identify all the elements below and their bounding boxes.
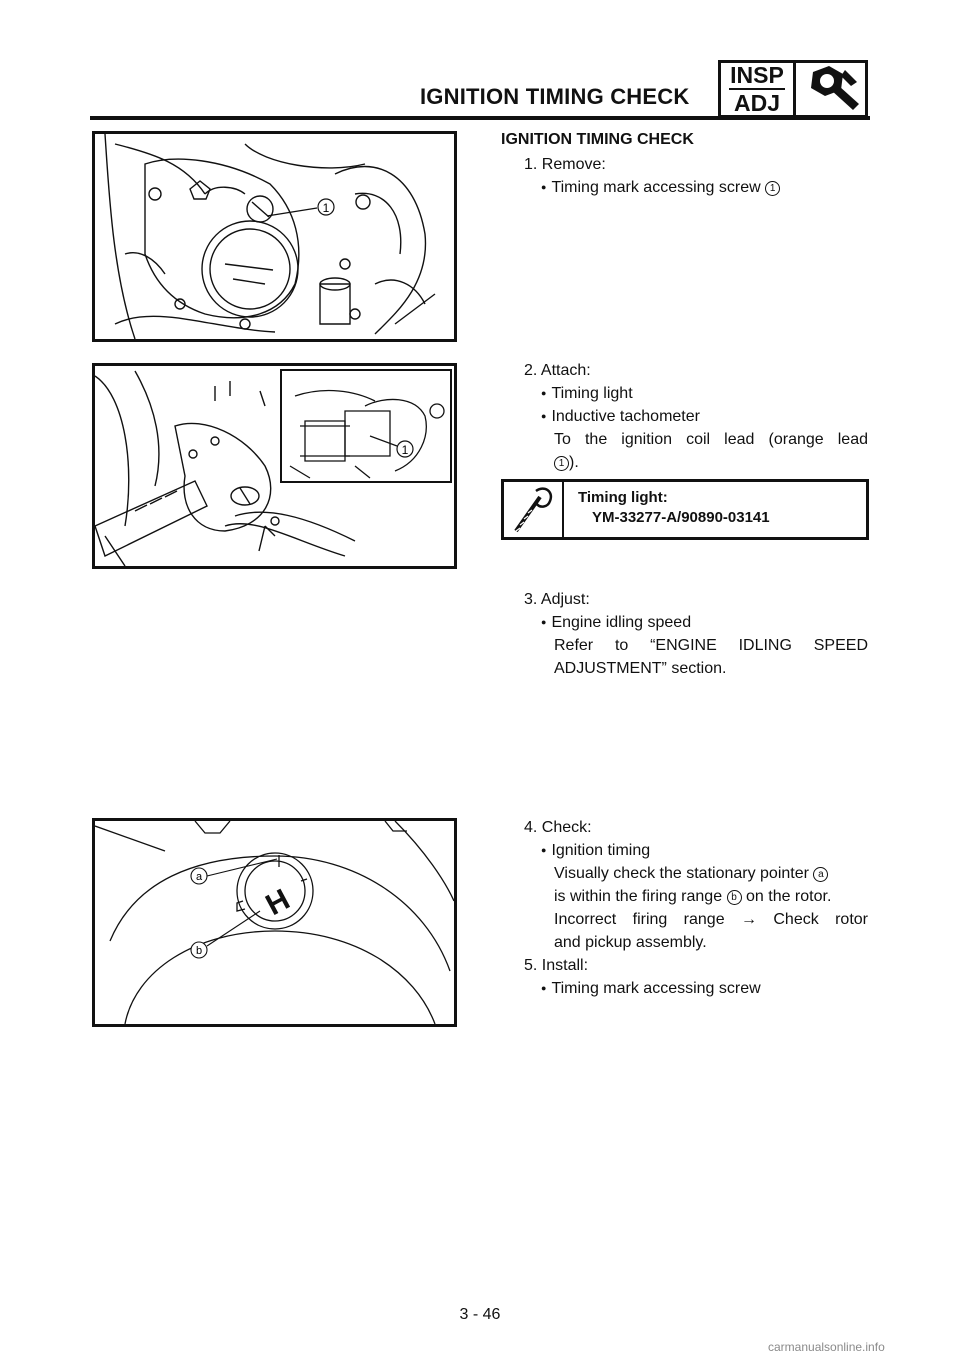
step-2-label: 2. Attach: xyxy=(524,362,591,379)
figure-timing-mark-screw: 1 xyxy=(92,131,457,342)
step-2-bullet-tachometer: Inductive tachometer xyxy=(541,405,700,430)
figure2-callout-1: 1 xyxy=(402,443,409,457)
step-4-line4: and pickup assembly. xyxy=(554,934,707,951)
figure-ignition-timing-pointer: H a b xyxy=(92,818,457,1027)
step-5-bullet: Timing mark accessing screw xyxy=(541,977,760,1002)
step-1-label: 1. Remove: xyxy=(524,156,606,173)
step-4-bullet: Ignition timing xyxy=(541,839,650,864)
step-4-line2: is within the firing range b on the roto… xyxy=(554,888,832,905)
figure3-callout-b: b xyxy=(196,945,202,957)
step-2-bullet-timing-light: Timing light xyxy=(541,382,632,407)
step-1-bullet: Timing mark accessing screw 1 xyxy=(541,176,781,201)
ref-callout-1: 1 xyxy=(765,181,781,196)
step-3-label: 3. Adjust: xyxy=(524,591,590,608)
figure3-callout-a: a xyxy=(196,871,203,883)
step-4-line3: Incorrect firing range → Check rotor xyxy=(554,911,868,928)
page-header-title: IGNITION TIMING CHECK xyxy=(420,84,690,109)
ref-callout-b: b xyxy=(726,890,742,905)
section-title: IGNITION TIMING CHECK xyxy=(501,131,694,148)
step-3-note-line1: Refer to “ENGINE IDLING SPEED xyxy=(554,637,868,654)
special-tool-box: Timing light: YM-33277-A/90890-03141 xyxy=(501,479,869,540)
ref-callout-a: a xyxy=(813,867,829,882)
badge-insp-text: INSP xyxy=(730,62,784,88)
tool-name: Timing light: xyxy=(578,489,668,506)
step-5-label: 5. Install: xyxy=(524,957,589,974)
wrench-nut-icon xyxy=(796,63,865,115)
step-2-note-ref: 1). xyxy=(554,451,579,474)
watermark: carmanualsonline.info xyxy=(768,1340,885,1354)
special-tool-icon xyxy=(504,482,564,537)
step-3-note-line2: ADJUSTMENT” section. xyxy=(554,660,727,677)
tool-part-number: YM-33277-A/90890-03141 xyxy=(592,509,770,526)
insp-adj-badge: INSP ADJ xyxy=(718,60,868,118)
header-rule xyxy=(90,116,870,120)
step-3-bullet: Engine idling speed xyxy=(541,611,691,636)
badge-adj-text: ADJ xyxy=(733,90,780,116)
step-2-note: To the ignition coil lead (orange lead xyxy=(554,431,868,448)
figure1-callout-1: 1 xyxy=(323,201,330,215)
figure-timing-light-attach: 1 xyxy=(92,363,457,569)
page-number: 3 - 46 xyxy=(459,1306,501,1323)
step-4-label: 4. Check: xyxy=(524,819,592,836)
step-4-line1: Visually check the stationary pointer a xyxy=(554,862,829,885)
